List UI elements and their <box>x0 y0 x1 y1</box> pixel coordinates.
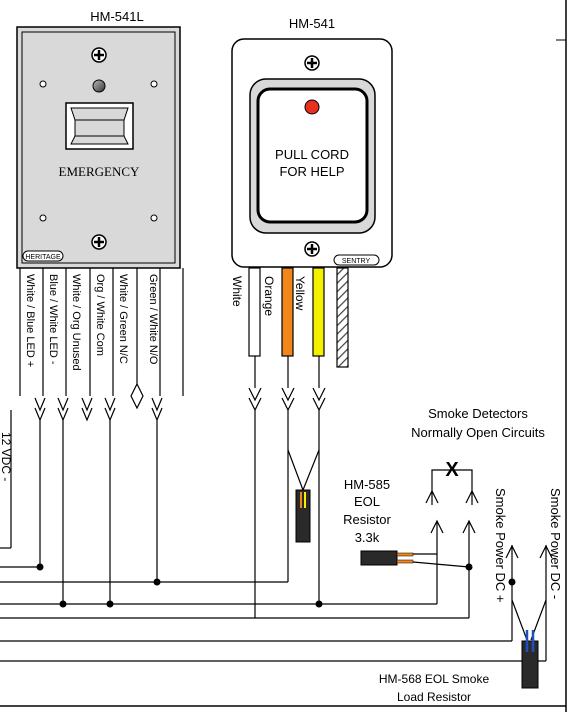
wire-label-white-blue-led: White / Blue LED + <box>24 274 36 367</box>
sentry-badge: SENTRY <box>333 254 380 266</box>
screw-hole-icon <box>150 80 158 88</box>
screw-hole-icon <box>39 80 47 88</box>
phillips-screw-icon <box>304 241 320 257</box>
wire-label-orange: Orange <box>262 276 276 316</box>
wire-label-white-org-unused: White / Org Unused <box>70 274 82 371</box>
wire-label-yellow: Yellow <box>293 276 307 311</box>
smoke-title-line2: Normally Open Circuits <box>411 425 545 440</box>
label-12vdc: 12 VDC - <box>0 432 13 481</box>
wire-label-org-white-com: Org / White Com <box>94 274 106 356</box>
hm585-line1: HM-585 <box>344 477 390 492</box>
junction-dots <box>36 563 516 608</box>
hm541-title: HM-541 <box>289 16 335 31</box>
hm585-resistor-icon <box>360 550 470 568</box>
wire-label-green-white-no: Green / White N/O <box>147 274 159 365</box>
wire-label-white-green-nc: White / Green N/C <box>117 274 129 364</box>
hm585-line4: 3.3k <box>355 530 380 545</box>
wire-label-blue-white-led: Blue / White LED - <box>47 274 59 365</box>
hm541l-plate <box>16 26 181 269</box>
phillips-screw-icon <box>91 234 107 250</box>
phillips-screw-icon <box>91 47 107 63</box>
led-indicator-icon <box>304 99 320 115</box>
smoke-power-lines <box>505 544 553 661</box>
emergency-label: EMERGENCY <box>59 164 141 179</box>
hm541-eol-resistor-icon <box>295 489 311 543</box>
rocker-switch-icon <box>65 102 134 150</box>
svg-text:SENTRY: SENTRY <box>342 258 371 265</box>
left-connector <box>0 410 12 549</box>
smoke-power-plus-label: Smoke Power DC + <box>493 488 508 603</box>
hm585-line2: EOL <box>354 494 380 509</box>
phillips-screw-icon <box>304 55 320 71</box>
hm568-line1: HM-568 EOL Smoke <box>379 672 490 686</box>
screw-hole-icon <box>150 214 158 222</box>
hm585-line3: Resistor <box>343 512 391 527</box>
hm541l-title: HM-541L <box>90 9 143 24</box>
hm541l-drops <box>39 420 158 604</box>
open-circuit-x-mark: X <box>445 459 459 481</box>
hm541l-connectors <box>34 382 163 422</box>
svg-text:HERITAGE: HERITAGE <box>25 254 61 261</box>
smoke-power-minus-label: Smoke Power DC - <box>548 488 563 599</box>
hm541-plate <box>231 38 393 268</box>
smoke-title-line1: Smoke Detectors <box>428 406 528 421</box>
wire-label-white: White <box>230 276 244 307</box>
hm568-resistor-icon <box>521 630 539 689</box>
bus-lines <box>0 566 546 662</box>
hm568-line2: Load Resistor <box>397 690 471 704</box>
pull-cord-line2: FOR HELP <box>279 164 344 179</box>
pull-cord-line1: PULL CORD <box>275 147 349 162</box>
screw-hole-icon <box>39 214 47 222</box>
led-indicator-icon <box>92 79 106 93</box>
hm541l-wire-leads <box>19 268 184 396</box>
hm541-connectors <box>248 356 326 412</box>
heritage-badge: HERITAGE <box>22 250 64 262</box>
hm541-drops <box>254 410 320 618</box>
smoke-detector-contacts <box>425 469 479 618</box>
